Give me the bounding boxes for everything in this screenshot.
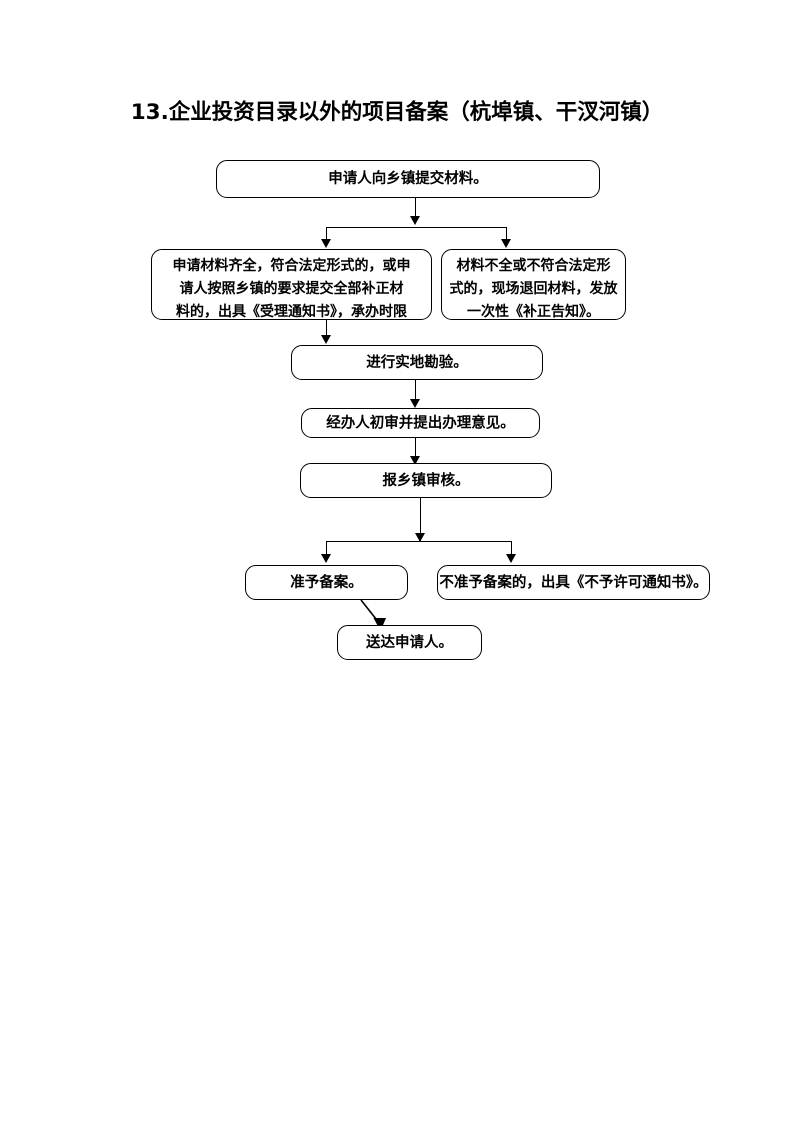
node-materials-complete-line-3: 料的，出具《受理通知书》，承办时限 <box>176 304 407 320</box>
connector-n1-stem <box>415 198 416 219</box>
node-site-inspection-label: 进行实地勘验。 <box>366 353 468 371</box>
connector-n1-to-n2-drop <box>326 227 327 241</box>
node-submit-materials: 申请人向乡镇提交材料。 <box>216 160 600 198</box>
node-materials-incomplete-line-2: 式的，现场退回材料，发放 <box>449 281 618 297</box>
node-record-approved: 准予备案。 <box>245 565 408 600</box>
connector-n6-stem <box>420 498 421 541</box>
connector-n5-to-n6-arrowhead <box>410 456 420 465</box>
node-submit-materials-label: 申请人向乡镇提交材料。 <box>328 170 488 187</box>
connector-n1-to-n3-arrowhead <box>501 239 511 248</box>
node-handler-preliminary-review-label: 经办人初审并提出办理意见。 <box>326 414 515 432</box>
connector-n1-split-bar <box>326 227 506 228</box>
connector-n6-to-n7-drop <box>326 541 327 557</box>
node-handler-preliminary-review: 经办人初审并提出办理意见。 <box>301 408 540 438</box>
node-township-review: 报乡镇审核。 <box>300 463 552 498</box>
node-record-rejected-label: 不准予备案的，出具《不予许可通知书》。 <box>439 573 708 591</box>
connector-n1-to-n2-arrowhead <box>321 239 331 248</box>
node-materials-complete-line-1: 申请材料齐全，符合法定形式的，或申 <box>172 258 411 274</box>
connector-n5-to-n6 <box>415 438 416 460</box>
connector-n2-to-n4-arrowhead <box>321 335 331 344</box>
connector-n6-stem-arrowhead <box>415 533 425 542</box>
node-record-approved-label: 准予备案。 <box>290 573 363 591</box>
connector-n4-to-n5 <box>415 380 416 402</box>
connector-n6-split-bar <box>326 541 511 542</box>
connector-n6-to-n8-drop <box>511 541 512 557</box>
connector-n6-to-n7-arrowhead <box>321 554 331 563</box>
node-deliver-to-applicant-label: 送达申请人。 <box>366 633 453 651</box>
node-deliver-to-applicant: 送达申请人。 <box>337 625 482 660</box>
node-materials-incomplete-line-3: 一次性《补正告知》。 <box>467 304 600 320</box>
node-materials-complete: 申请材料齐全，符合法定形式的，或申 请人按照乡镇的要求提交全部补正材 料的，出具… <box>151 249 432 320</box>
page-title: 13.企业投资目录以外的项目备案（杭埠镇、干汊河镇） <box>130 100 664 125</box>
connector-n1-stem-arrowhead <box>410 216 420 225</box>
node-materials-complete-line-2: 请人按照乡镇的要求提交全部补正材 <box>179 281 404 297</box>
node-township-review-label: 报乡镇审核。 <box>382 471 470 489</box>
node-site-inspection: 进行实地勘验。 <box>291 345 543 380</box>
connector-n6-to-n8-arrowhead <box>506 554 516 563</box>
connector-n1-to-n3-drop <box>506 227 507 241</box>
connector-n2-to-n4 <box>326 320 327 337</box>
connector-n4-to-n5-arrowhead <box>410 399 420 408</box>
connector-n7-to-n9 <box>360 599 386 631</box>
node-materials-incomplete: 材料不全或不符合法定形 式的，现场退回材料，发放 一次性《补正告知》。 <box>441 249 626 320</box>
node-record-rejected: 不准予备案的，出具《不予许可通知书》。 <box>437 565 710 600</box>
node-materials-incomplete-line-1: 材料不全或不符合法定形 <box>456 258 611 274</box>
